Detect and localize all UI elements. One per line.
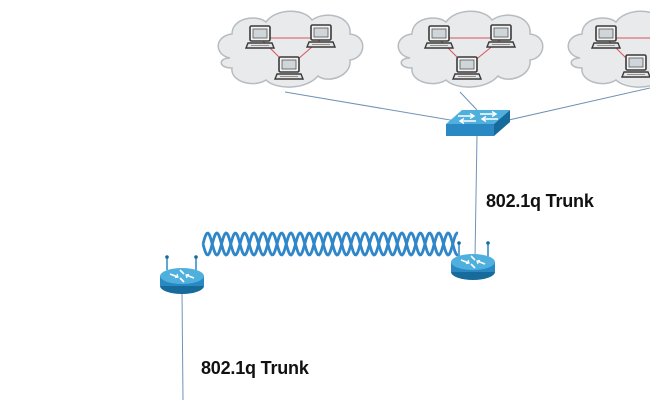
lan-uplinks (284, 87, 650, 123)
wireless-router-left (159, 255, 205, 295)
workstation-icon (424, 25, 454, 49)
workstation-icon (621, 54, 650, 78)
workstation-icon (452, 56, 482, 80)
wireless-router-icon (159, 267, 205, 295)
workstation-icon (591, 25, 621, 49)
wireless-router-right (450, 241, 496, 281)
wireless-link-wave (201, 231, 459, 257)
workgroup-switch-icon (446, 110, 510, 136)
workstation-icon (306, 24, 336, 48)
trunk-link-upper (474, 134, 478, 259)
workstation-icon (245, 25, 275, 49)
trunk-link-lower (181, 291, 184, 400)
lan-cloud-right (567, 10, 650, 88)
workstation-icon (274, 56, 304, 80)
trunk-label-upper: 802.1q Trunk (486, 191, 594, 211)
trunk-label-lower: 802.1q Trunk (201, 358, 309, 378)
lan-cloud-left (217, 10, 364, 88)
lan-cloud-middle (397, 10, 544, 88)
workstation-icon (486, 24, 516, 48)
wireless-router-icon (450, 253, 496, 281)
